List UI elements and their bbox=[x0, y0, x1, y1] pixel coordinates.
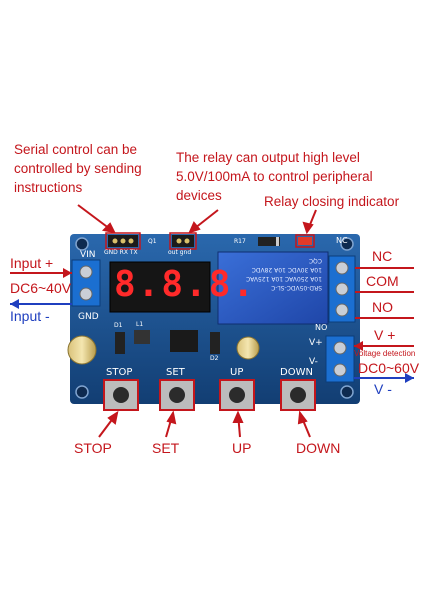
terminal-screw bbox=[335, 303, 349, 317]
relay-line-2: 10A 250VAC 10A 125VAC bbox=[246, 275, 322, 282]
pcb-vplus-label: V+ bbox=[309, 338, 323, 348]
pcb-no-label: NO bbox=[315, 323, 328, 332]
mounting-hole bbox=[75, 237, 89, 251]
serial-control-callout: Serial control can be controlled by send… bbox=[14, 140, 142, 197]
terminal-screw bbox=[333, 341, 347, 355]
output-header bbox=[172, 235, 194, 247]
mounting-hole bbox=[75, 385, 89, 399]
com-label: COM bbox=[366, 273, 399, 289]
pcb-vin-label: VIN bbox=[80, 250, 96, 260]
terminal-screw bbox=[335, 282, 349, 296]
pcb-down-label: DOWN bbox=[280, 367, 313, 378]
relay-output-line-2: 5.0V/100mA to control peripheral bbox=[176, 169, 373, 184]
relay-line-3: 10A 30VDC 10A 28VDC bbox=[251, 266, 322, 273]
detection-range-label: DC0~60V bbox=[358, 360, 420, 376]
pcb-q1-label: Q1 bbox=[148, 238, 157, 245]
diode-d1 bbox=[115, 332, 125, 354]
input-minus-line bbox=[10, 299, 72, 309]
v-minus-label: V - bbox=[374, 381, 392, 397]
input-plus-label: Input + bbox=[10, 255, 54, 271]
relay-led-highlight bbox=[295, 234, 315, 248]
diode-d2 bbox=[210, 332, 220, 354]
relay-model-text: SRD-05VDC-SL-C 10A 250VAC 10A 125VAC 10A… bbox=[226, 256, 322, 292]
v-plus-line bbox=[354, 341, 414, 351]
serial-callout-line-2: controlled by sending bbox=[14, 161, 142, 176]
serial-header-highlight bbox=[105, 232, 141, 250]
relay-indicator-led bbox=[298, 237, 312, 245]
relay bbox=[217, 251, 329, 325]
v-plus-label: V + bbox=[374, 327, 396, 343]
pcb-d1-label: D1 bbox=[114, 322, 123, 329]
pcb-d2-label: D2 bbox=[210, 355, 219, 362]
seven-segment-display bbox=[109, 261, 211, 313]
serial-callout-line-3: instructions bbox=[14, 180, 83, 195]
capacitor bbox=[67, 335, 97, 365]
input-range-label: DC6~40V bbox=[10, 280, 72, 296]
output-header-highlight bbox=[169, 232, 197, 250]
mounting-hole bbox=[340, 237, 354, 251]
nc-label: NC bbox=[372, 248, 393, 264]
stop-label: STOP bbox=[74, 440, 112, 456]
terminal-screw bbox=[335, 261, 349, 275]
pcb-l1-label: L1 bbox=[136, 321, 144, 328]
inductor bbox=[134, 330, 150, 344]
no-label: NO bbox=[372, 299, 393, 315]
pcb-vminus-label: V- bbox=[309, 357, 318, 367]
ic-chip bbox=[170, 330, 198, 352]
terminal-screw bbox=[79, 265, 93, 279]
v-minus-line bbox=[354, 373, 414, 383]
up-button bbox=[219, 379, 255, 411]
voltage-detection-label: Voltage detection bbox=[354, 349, 416, 358]
pcb-header-mid-label: out gnd bbox=[168, 249, 192, 256]
serial-callout-line-1: Serial control can be bbox=[14, 142, 138, 157]
up-label: UP bbox=[232, 440, 252, 456]
display-digits: 8.8.8. bbox=[114, 264, 257, 305]
down-label: DOWN bbox=[296, 440, 341, 456]
terminal-screw bbox=[79, 287, 93, 301]
pcb-up-label: UP bbox=[230, 367, 244, 378]
pcb-gnd-label: GND bbox=[78, 312, 99, 322]
pcb-set-label: SET bbox=[166, 367, 185, 378]
pcb-stop-label: STOP bbox=[106, 367, 133, 378]
pcb-nc-label: NC bbox=[336, 236, 348, 245]
relay-output-line-1: The relay can output high level bbox=[176, 150, 360, 165]
callout-arrows bbox=[77, 204, 317, 235]
mounting-hole bbox=[340, 385, 354, 399]
button-arrows bbox=[98, 410, 311, 438]
relay-output-callout: The relay can output high level 5.0V/100… bbox=[176, 148, 373, 205]
terminal-screw bbox=[333, 363, 347, 377]
relay-output-line-3: devices bbox=[176, 188, 222, 203]
capacitor bbox=[236, 336, 260, 360]
input-minus-label: Input - bbox=[10, 308, 50, 324]
pcb-r17-label: R17 bbox=[234, 238, 246, 245]
diode bbox=[258, 237, 280, 246]
relay-indicator-callout: Relay closing indicator bbox=[264, 194, 400, 209]
input-plus-line bbox=[10, 268, 72, 278]
pcb-header-left-label: GND RX TX bbox=[104, 249, 138, 256]
relay-mark: CQC bbox=[308, 257, 322, 264]
relay-line-1: SRD-05VDC-SL-C bbox=[271, 284, 322, 291]
set-label: SET bbox=[152, 440, 180, 456]
stop-button bbox=[103, 379, 139, 411]
